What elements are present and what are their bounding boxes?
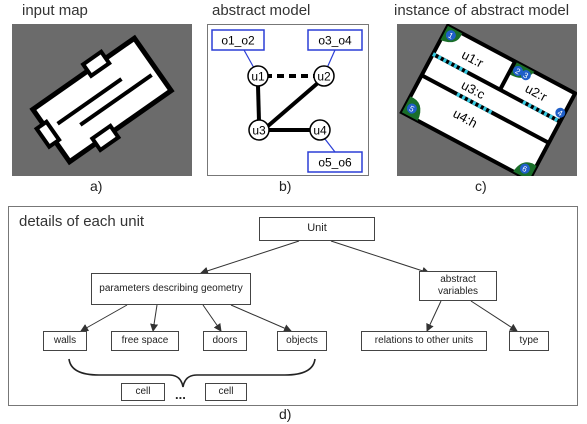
- label-b: b): [279, 178, 292, 194]
- svg-text:3: 3: [522, 71, 531, 81]
- svg-text:o5_o6: o5_o6: [318, 156, 352, 170]
- object-marker-2: 2: [512, 65, 523, 77]
- type-box: type: [509, 331, 549, 351]
- details-connectors: [68, 240, 518, 388]
- object-marker-1: 1: [445, 30, 456, 41]
- input-map-panel: [12, 24, 192, 176]
- label-c: c): [475, 178, 487, 194]
- object-marker-6: 6: [519, 163, 530, 174]
- svg-text:u4: u4: [313, 124, 327, 138]
- instance-title: instance of abstract model: [394, 2, 570, 19]
- instance-panel: u1:r u2:r u3:c u4:h 1 2 3 4 5 6: [397, 23, 578, 183]
- doors-box: doors: [203, 331, 247, 351]
- label-a: a): [90, 178, 103, 194]
- node-u3: u3: [248, 119, 270, 141]
- object-box-o5-o6: o5_o6: [307, 151, 363, 173]
- details-panel: details of each unit Unit parameters des…: [8, 206, 578, 406]
- instance-figure: u1:r u2:r u3:c u4:h 1 2 3 4 5 6: [397, 23, 578, 183]
- cell-ellipsis: ...: [175, 387, 186, 402]
- object-marker-5: 5: [406, 103, 417, 114]
- brace: [68, 358, 316, 388]
- unit-box: Unit: [259, 217, 375, 241]
- input-map-title: input map: [22, 2, 88, 19]
- abstract-model-panel: u1 u2 u3 u4 o1_o2 o3_o4 o5_o6: [207, 24, 369, 176]
- free-space-box: free space: [111, 331, 179, 351]
- walls-box: walls: [43, 331, 87, 351]
- svg-text:2: 2: [514, 66, 523, 76]
- svg-text:o1_o2: o1_o2: [221, 34, 255, 48]
- input-map-figure: [12, 24, 192, 176]
- details-title: details of each unit: [19, 213, 145, 230]
- relations-box: relations to other units: [361, 331, 487, 351]
- node-u4: u4: [309, 119, 331, 141]
- edge-u3-u2: [266, 80, 321, 128]
- object-marker-3: 3: [520, 70, 531, 81]
- svg-text:1: 1: [447, 31, 456, 41]
- label-d: d): [279, 406, 292, 422]
- svg-text:4: 4: [556, 108, 565, 118]
- node-u1: u1: [247, 65, 269, 87]
- svg-text:u1: u1: [251, 70, 265, 84]
- abstract-variables-box: abstract variables: [419, 271, 497, 301]
- node-u2: u2: [313, 65, 335, 87]
- cell-box-2: cell: [205, 383, 247, 401]
- svg-text:6: 6: [521, 164, 530, 174]
- abstract-model-figure: u1 u2 u3 u4 o1_o2 o3_o4 o5_o6: [207, 24, 369, 176]
- abstract-model-title: abstract model: [212, 2, 311, 19]
- object-marker-4: 4: [555, 107, 566, 118]
- svg-text:u3: u3: [252, 124, 266, 138]
- objects-box: objects: [277, 331, 327, 351]
- object-box-o1-o2: o1_o2: [211, 29, 265, 51]
- cell-box-1: cell: [121, 383, 165, 401]
- edge-u1-u3: [256, 85, 261, 122]
- object-box-o3-o4: o3_o4: [307, 29, 363, 51]
- params-box: parameters describing geometry: [91, 273, 251, 305]
- svg-text:u2: u2: [317, 70, 331, 84]
- svg-text:5: 5: [408, 104, 417, 114]
- svg-text:o3_o4: o3_o4: [318, 34, 352, 48]
